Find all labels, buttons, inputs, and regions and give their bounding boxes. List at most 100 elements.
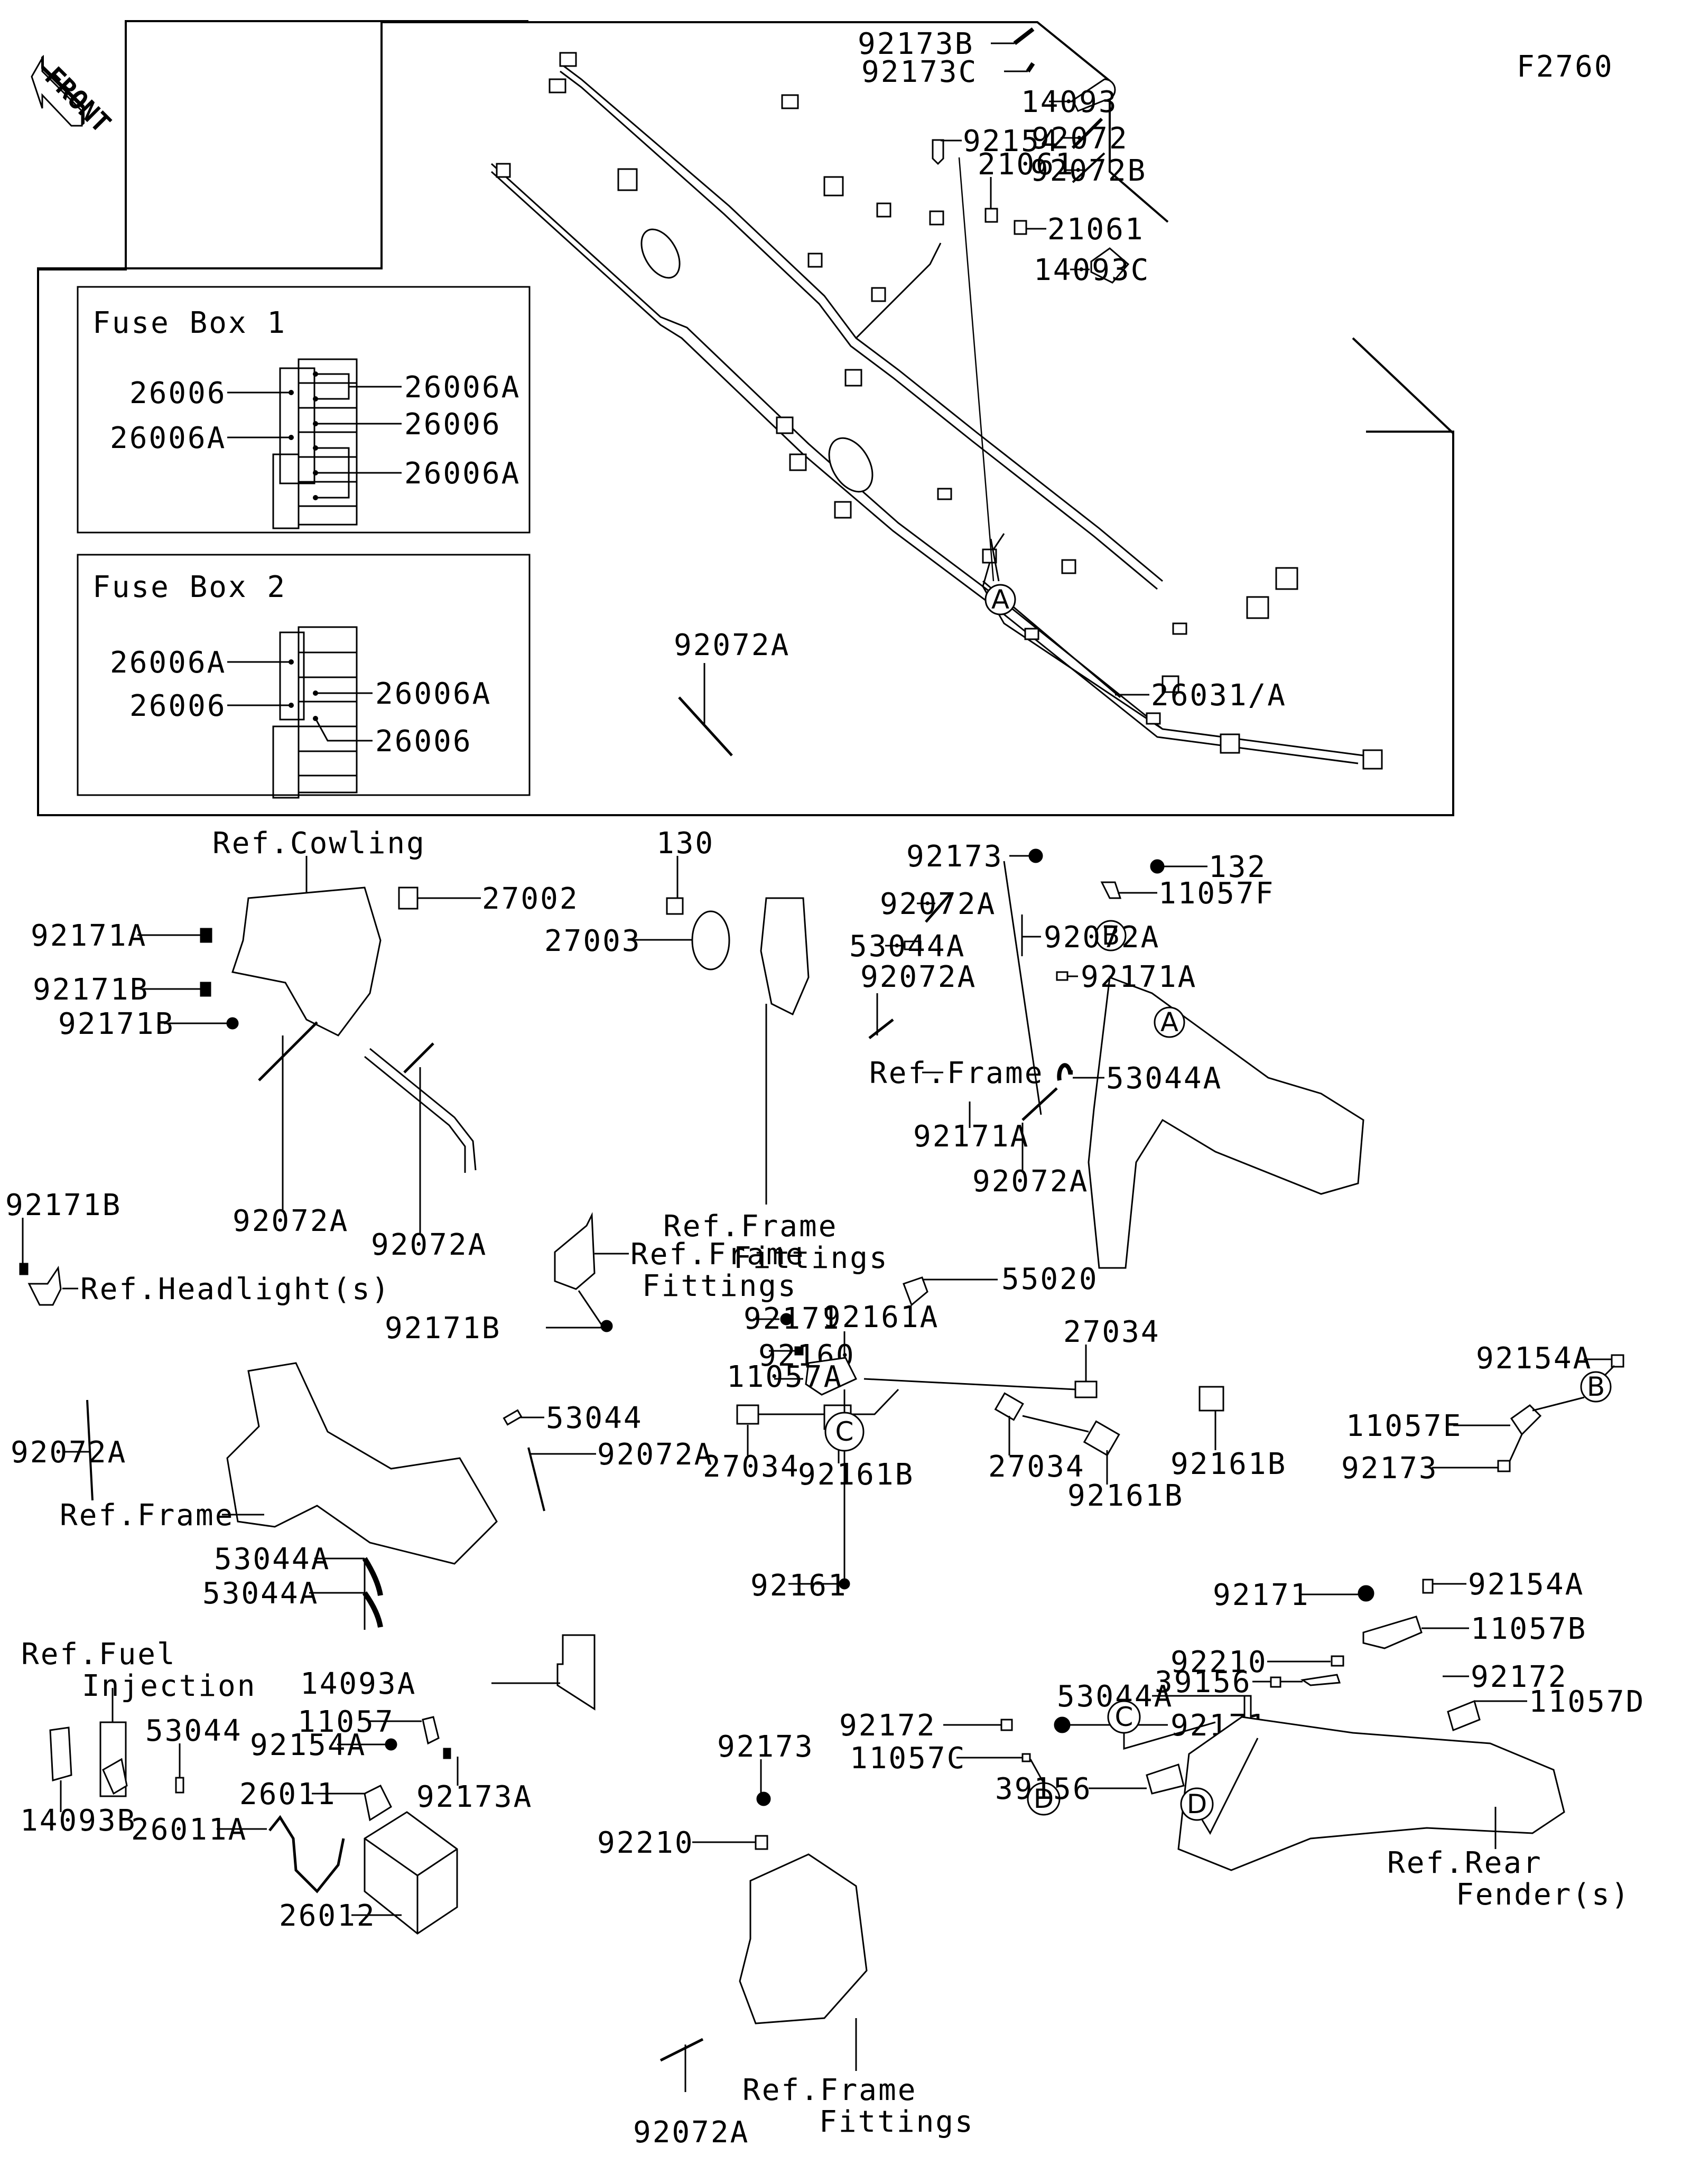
- label-92161A[interactable]: 92161A: [823, 1300, 939, 1334]
- label-ref-headlight[interactable]: Ref.Headlight(s): [80, 1272, 391, 1306]
- label-ref-frame-fittings-mid-1[interactable]: Ref.Frame: [630, 1237, 805, 1272]
- fb1-label-left-top[interactable]: 26006: [129, 376, 227, 410]
- label-ref-frame-left[interactable]: Ref.Frame: [60, 1498, 234, 1533]
- label-ref-frame-fittings-battery-1[interactable]: Ref.Frame: [742, 2073, 917, 2107]
- label-92161B-right[interactable]: 92161B: [1170, 1447, 1287, 1481]
- label-92072A-frame-4[interactable]: 92072A: [972, 1164, 1089, 1199]
- damper-92161B-icon-3: [1083, 1420, 1120, 1457]
- label-ref-fuel-2[interactable]: Injection: [82, 1669, 256, 1703]
- label-92173A[interactable]: 92173A: [416, 1780, 533, 1814]
- label-14093C[interactable]: 14093C: [1034, 253, 1150, 287]
- label-92154A-b[interactable]: 92154A: [1476, 1341, 1592, 1376]
- label-92173B[interactable]: 92173B: [858, 27, 974, 61]
- label-39156-rear-2[interactable]: 39156: [995, 1772, 1092, 1806]
- pad-39156-icon-1: [1300, 1674, 1341, 1686]
- label-26011[interactable]: 26011: [239, 1777, 337, 1812]
- label-92072A-harness[interactable]: 92072A: [674, 628, 790, 662]
- label-92161[interactable]: 92161: [750, 1569, 848, 1603]
- label-ref-rear-fender-1[interactable]: Ref.Rear: [1387, 1846, 1543, 1880]
- label-132[interactable]: 132: [1209, 850, 1267, 884]
- label-11057B[interactable]: 11057B: [1471, 1612, 1587, 1646]
- fb1-label-right-mid[interactable]: 26006: [404, 407, 501, 442]
- fuel-bracket-icon: [102, 1758, 128, 1795]
- label-ref-frame-fittings-horn-1[interactable]: Ref.Frame: [663, 1209, 838, 1244]
- fb1-label-right-bottom[interactable]: 26006A: [404, 456, 521, 491]
- fb1-label-right-top[interactable]: 26006A: [404, 370, 521, 405]
- label-92161B-left[interactable]: 92161B: [798, 1458, 914, 1492]
- label-92072A-frame-2[interactable]: 92072A: [860, 960, 977, 994]
- fb2-label-left-mid[interactable]: 26006: [129, 689, 227, 723]
- label-ref-frame-fittings-mid-2[interactable]: Fittings: [642, 1269, 797, 1303]
- label-92171B-cowling-2[interactable]: 92171B: [58, 1007, 174, 1041]
- label-14093A[interactable]: 14093A: [300, 1667, 416, 1701]
- label-11057C[interactable]: 11057C: [850, 1741, 966, 1776]
- label-11057A[interactable]: 11057A: [727, 1360, 843, 1394]
- label-92154A-rear[interactable]: 92154A: [1468, 1567, 1584, 1602]
- label-11057E[interactable]: 11057E: [1346, 1409, 1462, 1443]
- label-55020[interactable]: 55020: [1001, 1262, 1099, 1296]
- label-53044-leftframe[interactable]: 53044: [546, 1401, 643, 1435]
- label-21061-right[interactable]: 21061: [1047, 212, 1145, 247]
- label-92154A-battery[interactable]: 92154A: [250, 1728, 366, 1762]
- label-92154[interactable]: 92154: [963, 124, 1060, 158]
- label-27034-left[interactable]: 27034: [703, 1450, 800, 1484]
- label-92172-clip[interactable]: 92172: [839, 1709, 936, 1743]
- label-11057F[interactable]: 11057F: [1158, 876, 1275, 911]
- label-92171-rear[interactable]: 92171: [1213, 1578, 1310, 1612]
- label-92161B-mid[interactable]: 92161B: [1067, 1479, 1184, 1513]
- label-92171B-mid[interactable]: 92171B: [385, 1311, 501, 1346]
- label-92173-battery[interactable]: 92173: [717, 1730, 814, 1764]
- label-26012[interactable]: 26012: [279, 1899, 376, 1933]
- label-92171A-frame-2[interactable]: 92171A: [913, 1119, 1029, 1154]
- label-26031A[interactable]: 26031/A: [1151, 678, 1287, 713]
- label-92072A-frame-3[interactable]: 92072A: [1044, 920, 1160, 955]
- fuse-box-2: Fuse Box 2 26006A 26006 26006A 26006: [77, 554, 531, 799]
- label-27002[interactable]: 27002: [482, 882, 579, 916]
- label-92171B-cowling-1[interactable]: 92171B: [33, 973, 149, 1007]
- fb2-label-right-mid[interactable]: 26006: [375, 724, 472, 759]
- fb2-label-left-top[interactable]: 26006A: [110, 646, 226, 680]
- label-ref-rear-fender-2[interactable]: Fender(s): [1456, 1878, 1630, 1912]
- label-92072A-battery[interactable]: 92072A: [633, 2115, 749, 2150]
- label-53044A-frame-2[interactable]: 53044A: [1106, 1061, 1222, 1096]
- label-11057D[interactable]: 11057D: [1529, 1685, 1645, 1719]
- label-92171B-headlight[interactable]: 92171B: [5, 1188, 122, 1222]
- label-53044A-leftframe-1[interactable]: 53044A: [214, 1542, 330, 1576]
- label-92072[interactable]: 92072: [1032, 122, 1129, 156]
- label-26011A[interactable]: 26011A: [131, 1813, 247, 1847]
- label-92173-frame[interactable]: 92173: [906, 839, 1004, 874]
- label-92210-rear[interactable]: 92210: [1170, 1645, 1268, 1679]
- label-92171A-frame-1[interactable]: 92171A: [1081, 960, 1197, 994]
- label-92072A-cowling-2[interactable]: 92072A: [371, 1228, 487, 1262]
- label-ref-frame-fittings-horn-2[interactable]: Fittings: [733, 1241, 889, 1275]
- label-92173C[interactable]: 92173C: [861, 55, 978, 89]
- label-21061-top[interactable]: 21061: [978, 147, 1075, 182]
- label-27034-mid[interactable]: 27034: [988, 1450, 1085, 1484]
- label-53044A-leftframe-2[interactable]: 53044A: [202, 1576, 319, 1611]
- label-92172-rear[interactable]: 92172: [1471, 1660, 1568, 1694]
- label-ref-frame[interactable]: Ref.Frame: [869, 1056, 1044, 1090]
- label-92072A-leftframe-1[interactable]: 92072A: [11, 1435, 127, 1470]
- label-ref-frame-fittings-battery-2[interactable]: Fittings: [819, 2105, 974, 2139]
- label-ref-cowling[interactable]: Ref.Cowling: [212, 826, 426, 861]
- label-92072A-frame-1[interactable]: 92072A: [880, 887, 996, 921]
- label-14093B[interactable]: 14093B: [20, 1804, 136, 1838]
- label-11057[interactable]: 11057: [298, 1705, 395, 1739]
- label-ref-fuel-1[interactable]: Ref.Fuel: [21, 1637, 176, 1672]
- label-92072A-cowling-1[interactable]: 92072A: [233, 1204, 349, 1238]
- label-14093[interactable]: 14093: [1021, 85, 1118, 119]
- label-53044A-frame-1[interactable]: 53044A: [849, 929, 965, 964]
- fb2-label-right-top[interactable]: 26006A: [375, 677, 491, 711]
- label-130[interactable]: 130: [656, 826, 714, 861]
- ref-circle-b-bracket: [1580, 1371, 1612, 1403]
- label-27003[interactable]: 27003: [544, 924, 642, 958]
- label-92210-battery[interactable]: 92210: [597, 1826, 694, 1860]
- label-53044-fuel[interactable]: 53044: [145, 1714, 243, 1748]
- label-92072B[interactable]: 92072B: [1030, 154, 1147, 188]
- label-92173-b[interactable]: 92173: [1341, 1451, 1438, 1486]
- label-39156-rear-1[interactable]: 39156: [1155, 1665, 1252, 1700]
- label-92072A-leftframe-2[interactable]: 92072A: [597, 1438, 713, 1472]
- label-92171A-cowling[interactable]: 92171A: [31, 919, 147, 953]
- fb1-label-left-mid[interactable]: 26006A: [110, 421, 226, 455]
- label-27034-right[interactable]: 27034: [1063, 1315, 1160, 1349]
